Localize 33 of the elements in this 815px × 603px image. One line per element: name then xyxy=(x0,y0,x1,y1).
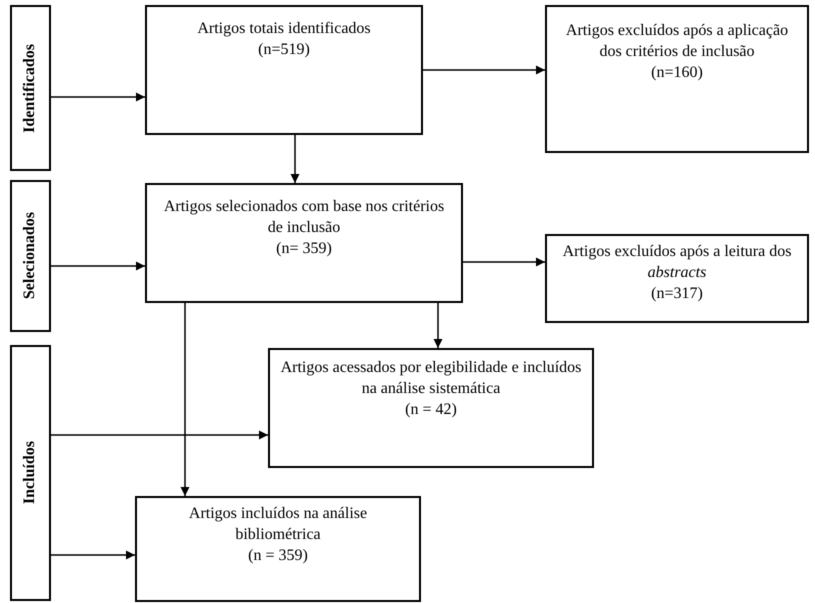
arrow xyxy=(51,92,145,102)
box-text: (n=317) xyxy=(651,284,703,304)
arrow xyxy=(463,258,545,266)
arrow xyxy=(51,262,145,270)
stage-label: Incluídos xyxy=(20,441,40,505)
box-text: (n= 359) xyxy=(276,238,332,259)
process-box xyxy=(145,183,463,303)
arrow xyxy=(180,303,190,496)
arrow xyxy=(423,66,545,74)
stage-band xyxy=(10,180,51,332)
box-text: Artigos incluídos na análise bibliométrica xyxy=(188,504,368,545)
box-text: (n=160) xyxy=(651,62,703,83)
process-box xyxy=(545,5,809,153)
box-text: (n = 42) xyxy=(405,400,457,420)
process-box xyxy=(135,496,421,602)
box-text: (n=519) xyxy=(258,40,310,60)
stage-band xyxy=(10,5,51,171)
box-text: Artigos totais identificados xyxy=(197,19,371,39)
box-text: (n = 359) xyxy=(248,546,308,566)
process-box xyxy=(545,234,809,323)
stage-band xyxy=(10,345,51,601)
stage-label: Selecionados xyxy=(20,212,40,300)
arrow xyxy=(290,135,300,183)
box-text: Artigos acessados por elegibilidade e incluídos na análise sistemática xyxy=(280,358,582,399)
process-box xyxy=(145,5,423,135)
arrow xyxy=(51,430,268,440)
box-text: Artigos excluídos após a leitura dos abstracts xyxy=(562,242,792,283)
arrow xyxy=(51,550,135,560)
box-text: Artigos excluídos após a aplicação dos critérios de inclusão xyxy=(564,21,790,62)
process-box xyxy=(268,348,594,468)
stage-label: Identificados xyxy=(20,44,40,132)
arrow xyxy=(434,303,442,348)
box-text: Artigos selecionados com base nos critérios de inclusão xyxy=(162,197,446,238)
